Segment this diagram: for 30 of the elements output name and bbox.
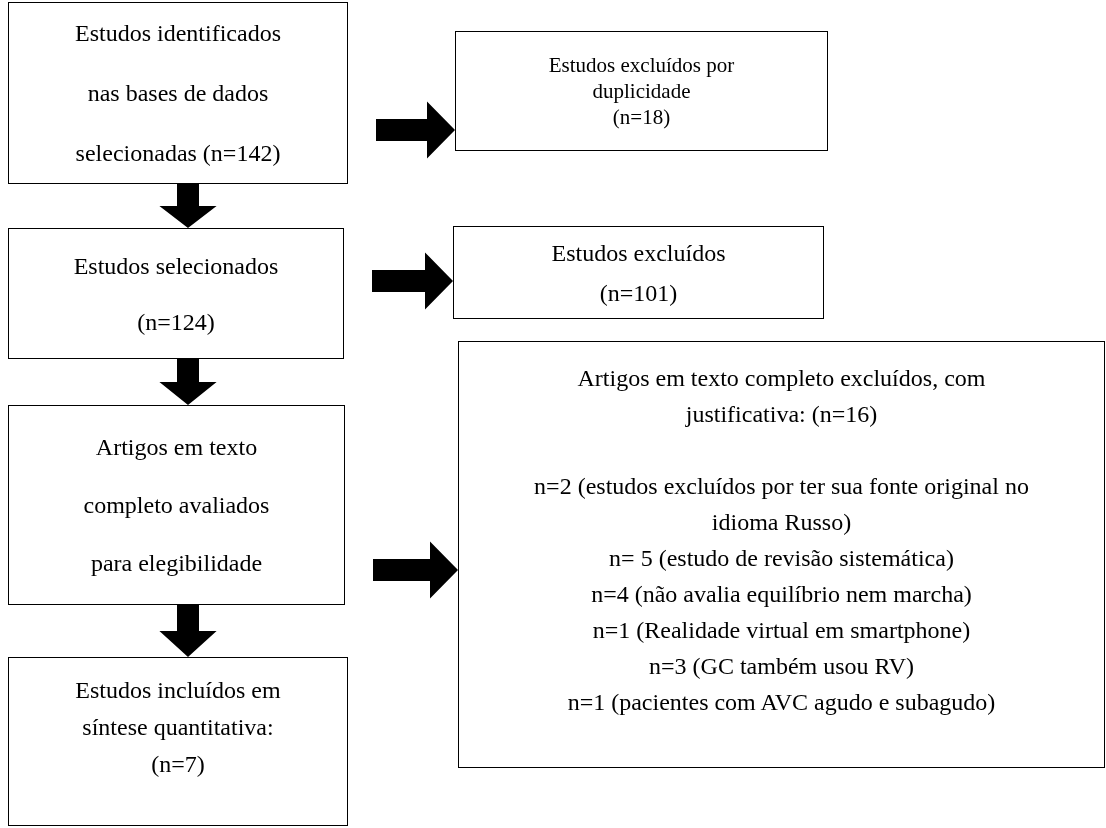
box-text: n=3 (GC também usou RV) — [649, 652, 914, 681]
block-arrow — [159, 184, 217, 228]
process-box — [8, 657, 348, 826]
process-box — [458, 341, 1105, 768]
process-box — [8, 2, 348, 184]
box-text: (n=18) — [612, 104, 671, 130]
box-text: Estudos identificados nas bases de dados selecionadas (n=142) — [74, 19, 282, 168]
box-text: n=4 (não avalia equilíbrio nem marcha) — [591, 580, 972, 609]
box-text: (n=7) — [151, 750, 205, 779]
box-text: Estudos excluídos por duplicidade — [547, 52, 736, 104]
box-text: Estudos incluídos em síntese quantitativa: — [74, 676, 282, 742]
box-text: n=2 (estudos excluídos por ter sua fonte original no idioma Russo) — [533, 472, 1030, 537]
block-arrow — [159, 359, 217, 405]
block-arrow — [159, 605, 217, 657]
box-text: (n=124) — [137, 307, 215, 337]
block-arrow — [372, 252, 453, 310]
box-text: Estudos excluídos — [551, 238, 726, 268]
process-box — [453, 226, 824, 319]
box-text: Artigos em texto completo avaliados para elegibilidade — [82, 433, 271, 578]
box-text: Estudos selecionados — [73, 251, 279, 281]
box-text: n=1 (Realidade virtual em smartphone) — [592, 616, 971, 645]
process-box — [8, 228, 344, 359]
block-arrow — [373, 541, 458, 599]
process-box — [8, 405, 345, 605]
box-text: n= 5 (estudo de revisão sistemática) — [609, 544, 954, 573]
box-text: Artigos em texto completo excluídos, com justificativa: (n=16) — [576, 364, 987, 429]
box-text: n=1 (pacientes com AVC agudo e subagudo) — [567, 688, 996, 717]
process-box — [455, 31, 828, 151]
box-text: (n=101) — [599, 278, 678, 308]
block-arrow — [376, 101, 455, 159]
